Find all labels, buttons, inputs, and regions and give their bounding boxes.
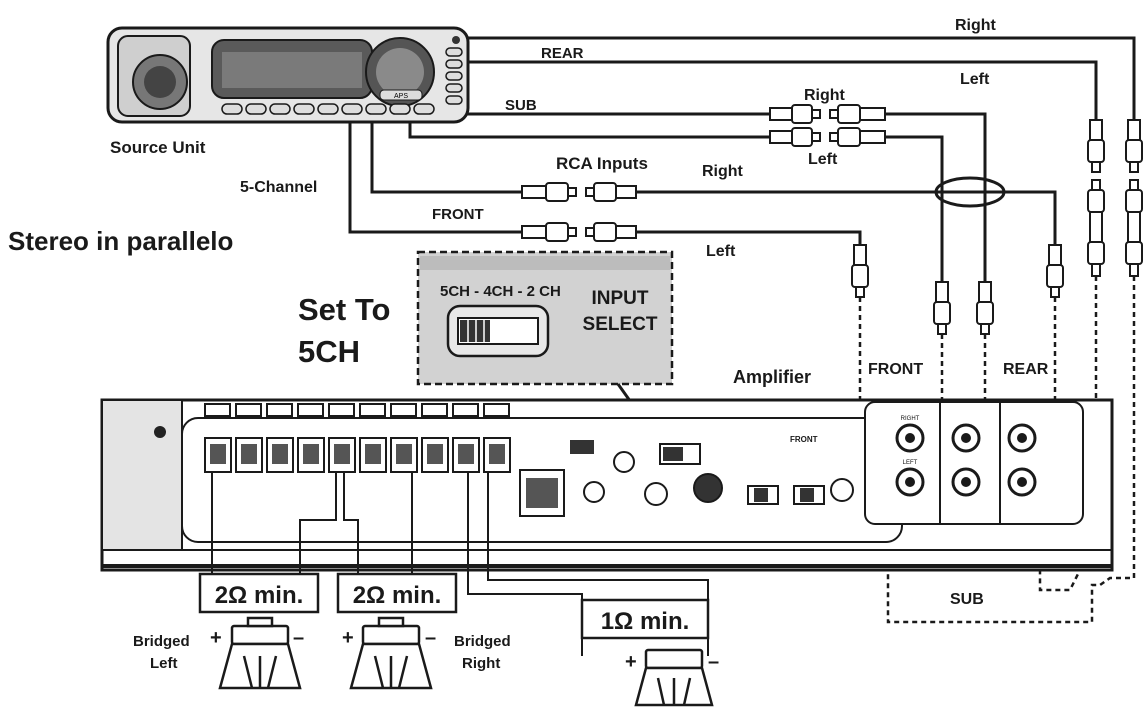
label-right-rca: Right [804, 87, 846, 104]
plus-right: + [342, 627, 354, 649]
impedance-boxes: 2Ω min. 2Ω min. 1Ω min. [198, 572, 710, 640]
amplifier: FRONT RIGHT LEFT [100, 398, 1114, 572]
label-sub-input: SUB [950, 591, 984, 608]
label-amplifier: Amplifier [733, 367, 811, 387]
label-left-top: Left [960, 71, 990, 88]
label-front-input: FRONT [868, 361, 923, 378]
select-label: SELECT [583, 314, 658, 335]
rca-plugs-vertical [851, 119, 1143, 335]
crossover-label: FRONT [790, 435, 818, 444]
label-bridged-left-2: Left [150, 655, 178, 672]
label-stereo-parallel: Stereo in parallelo [8, 226, 233, 256]
rca-plug-front-right [521, 182, 637, 202]
label-front: FRONT [432, 206, 484, 223]
label-left-rca: Left [808, 151, 838, 168]
label-rca-inputs: RCA Inputs [556, 154, 648, 173]
label-source-unit: Source Unit [110, 138, 206, 157]
impedance-sub: 1Ω min. [601, 608, 690, 635]
input-select-callout: 5CH - 4CH - 2 CH INPUT SELECT [416, 250, 674, 386]
label-rear-input: REAR [1003, 361, 1049, 378]
label-left-mid: Left [706, 243, 736, 260]
label-sub: SUB [505, 97, 537, 114]
label-set-to: Set To [298, 292, 390, 327]
plus-left: + [210, 627, 222, 649]
rca-plugs-horizontal [521, 104, 886, 242]
label-right-mid: Right [702, 163, 744, 180]
label-bridged-right-2: Right [462, 655, 500, 672]
speaker-sub [634, 648, 714, 707]
rca-plug-sub-left [769, 127, 886, 147]
label-5ch: 5CH [298, 334, 360, 369]
label-bridged-right-1: Bridged [454, 633, 511, 650]
text-labels: Right REAR Left SUB Right Left Source Un… [8, 17, 1049, 673]
jack-left-label: LEFT [903, 460, 918, 466]
channel-modes-label: 5CH - 4CH - 2 CH [440, 283, 561, 300]
label-right-top: Right [955, 17, 997, 34]
label-rear: REAR [541, 45, 584, 62]
source-unit: APS [106, 26, 470, 124]
speaker-left [218, 616, 302, 690]
impedance-left: 2Ω min. [215, 582, 304, 609]
minus-sub: – [708, 651, 719, 673]
unit-brand-text: APS [394, 93, 408, 100]
rca-plug-front-left [521, 222, 637, 242]
wires [348, 36, 1136, 282]
minus-left: – [293, 627, 304, 649]
input-label: INPUT [592, 288, 649, 309]
impedance-right: 2Ω min. [353, 582, 442, 609]
rca-plug-sub-right [769, 104, 886, 124]
minus-right: – [425, 627, 436, 649]
plus-sub: + [625, 651, 637, 673]
label-bridged-left-1: Bridged [133, 633, 190, 650]
label-five-channel: 5-Channel [240, 179, 317, 196]
speaker-right [349, 616, 433, 690]
jack-right-label: RIGHT [901, 416, 920, 422]
